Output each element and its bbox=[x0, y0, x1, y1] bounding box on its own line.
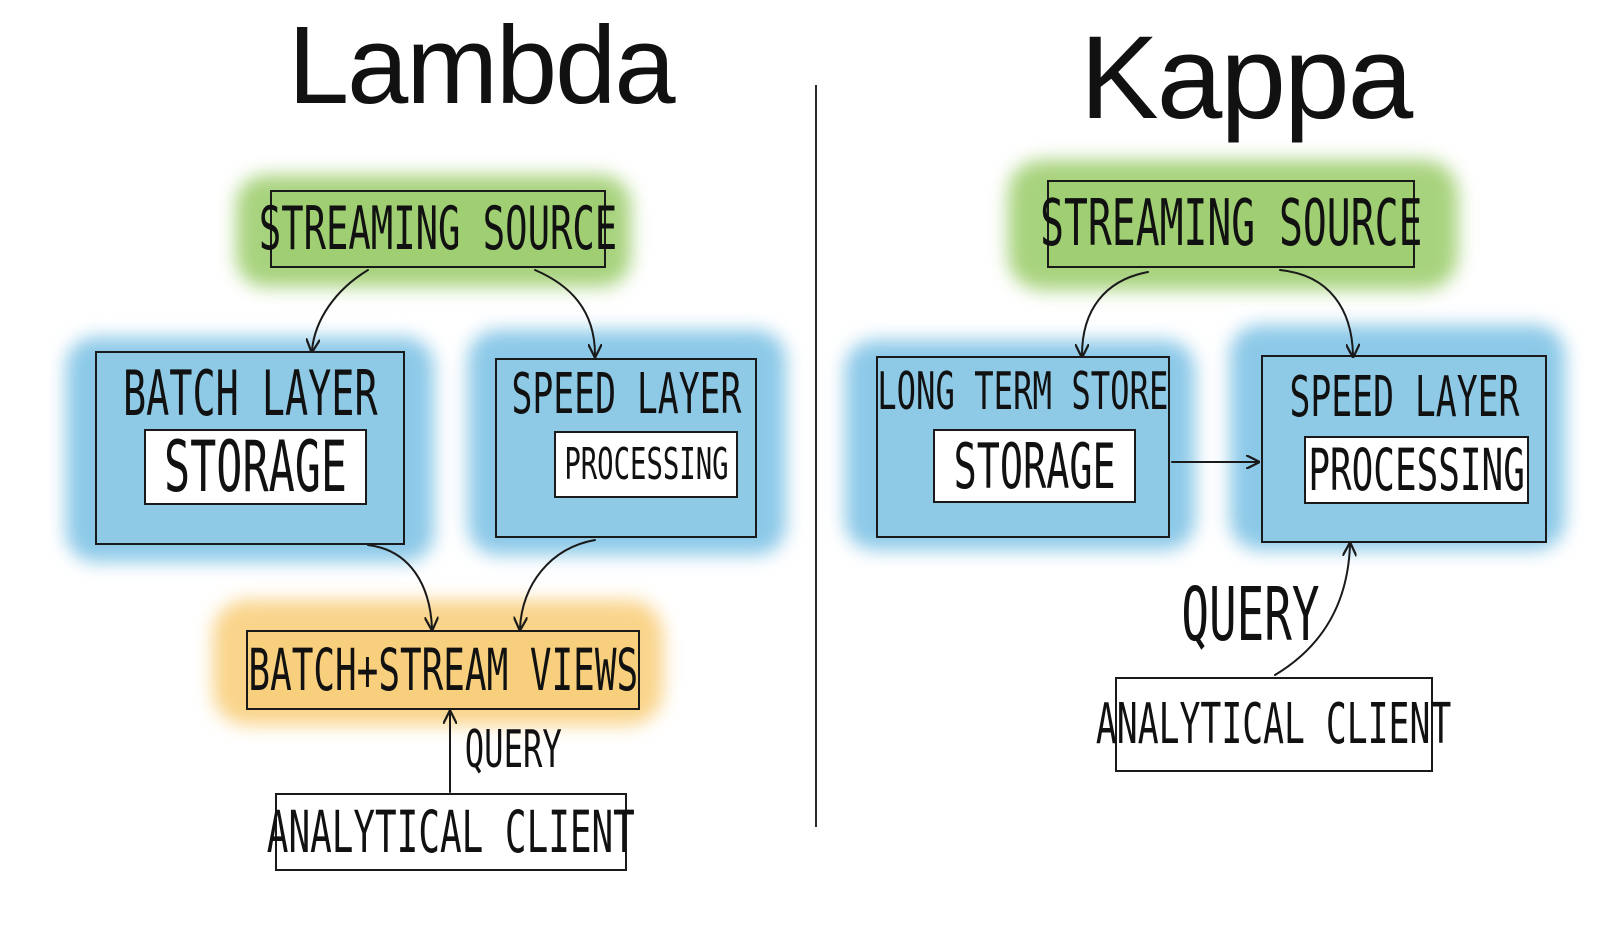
kappa-query-wrap: Query bbox=[1180, 572, 1320, 658]
vertical-divider bbox=[815, 85, 817, 827]
lambda-batch-layer-box: Batch layer Storage bbox=[95, 351, 405, 545]
kappa-analytical-client-box: Analytical client bbox=[1096, 677, 1452, 772]
lambda-analytical-client-box: Analytical client bbox=[267, 793, 635, 871]
kappa-title: Kappa bbox=[1080, 12, 1413, 144]
kappa-streaming-source-label: Streaming source bbox=[1039, 187, 1423, 261]
lambda-processing-box: processing bbox=[554, 431, 738, 498]
kappa-storage-box: Storage bbox=[933, 429, 1136, 503]
kappa-long-term-store-title: Long term store bbox=[877, 362, 1169, 422]
lambda-query-label: Query bbox=[464, 720, 562, 780]
lambda-views-label: Batch+stream views bbox=[248, 636, 638, 704]
kappa-streaming-source-box: Streaming source bbox=[1040, 180, 1422, 268]
kappa-processing-box: Processing bbox=[1304, 436, 1529, 504]
kappa-speed-layer-title: Speed layer bbox=[1289, 365, 1519, 430]
lambda-analytical-client-label: Analytical client bbox=[266, 798, 636, 866]
lambda-processing-label: processing bbox=[563, 439, 729, 490]
lambda-batch-layer-title: Batch layer bbox=[122, 357, 378, 430]
kappa-storage-label: Storage bbox=[953, 429, 1116, 503]
kappa-analytical-client-label: Analytical client bbox=[1096, 692, 1452, 757]
lambda-storage-label: Storage bbox=[164, 426, 347, 508]
lambda-speed-layer-box: Speed layer processing bbox=[495, 358, 757, 538]
lambda-query-wrap: Query bbox=[458, 720, 568, 780]
lambda-title: Lambda bbox=[288, 4, 676, 127]
lambda-streaming-source-box: Streaming source bbox=[259, 190, 617, 268]
kappa-long-term-store-box: Long term store Storage bbox=[876, 356, 1170, 538]
kappa-processing-label: Processing bbox=[1308, 436, 1525, 504]
kappa-query-label: Query bbox=[1180, 572, 1320, 658]
lambda-views-box: Batch+stream views bbox=[246, 630, 640, 710]
lambda-speed-layer-title: Speed layer bbox=[511, 362, 741, 427]
kappa-speed-layer-box: Speed layer Processing bbox=[1261, 355, 1547, 543]
lambda-storage-box: Storage bbox=[144, 426, 367, 508]
lambda-streaming-source-label: Streaming source bbox=[258, 194, 618, 264]
